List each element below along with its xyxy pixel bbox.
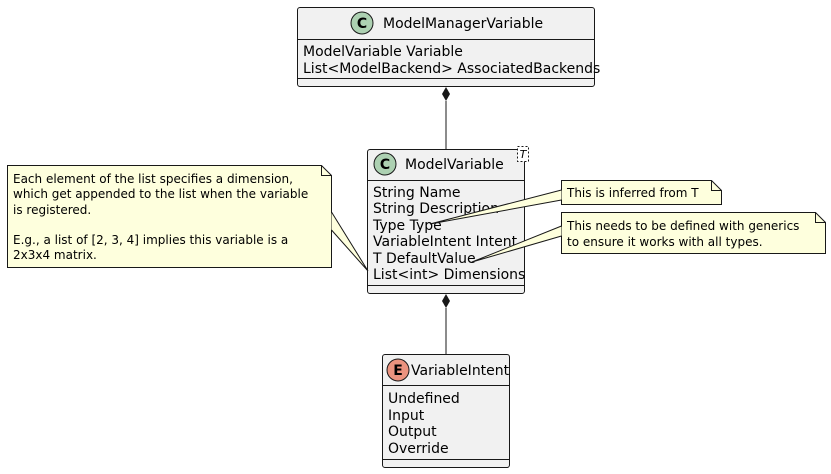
note-connector [471,225,562,263]
class-model-manager-variable[interactable]: C ModelManagerVariable ModelVariable Var… [297,7,601,87]
class-name: ModelManagerVariable [383,16,543,32]
class-member: List<int> Dimensions [373,267,525,283]
class-member: Type Type [372,218,442,234]
class-stereotype-icon [373,152,397,176]
note-connector [429,189,562,225]
note-line: which get appended to the list when the … [13,187,308,201]
note-default-value: This needs to be defined with generics t… [471,212,826,263]
note-line: to ensure it works with all types. [567,235,763,249]
class-member: String Name [373,185,461,201]
class-member: ModelVariable Variable [303,44,463,60]
enum-value: Undefined [388,391,460,407]
note-line: 2x3x4 matrix. [13,248,97,262]
enum-stereotype-letter: E [393,363,403,379]
note-line: E.g., a list of [2, 3, 4] implies this v… [13,233,288,247]
type-parameter-box [517,146,529,162]
note-dimensions: Each element of the list specifies a dim… [7,165,369,272]
composition-diamond [442,87,450,101]
note-type: This is inferred from T [429,180,722,225]
class-stereotype-icon [350,11,374,35]
composition-link-manager-variable [442,87,450,149]
class-member: VariableIntent Intent [373,234,518,250]
enum-variable-intent[interactable]: E VariableIntent Undefined Input Output … [382,354,510,468]
note-connector [331,211,369,272]
composition-link-variable-intent [442,294,450,354]
note-line: Each element of the list specifies a dim… [13,172,293,186]
class-stereotype-letter: C [380,157,390,173]
note-line: This is inferred from T [566,186,699,200]
enum-stereotype-icon [386,358,410,382]
enum-name: VariableIntent [411,363,510,379]
class-name: ModelVariable [405,157,504,173]
enum-value: Override [388,441,449,457]
class-member: T DefaultValue [372,251,476,267]
note-line: This needs to be defined with generics [566,219,799,233]
enum-value: Input [388,408,425,424]
class-stereotype-letter: C [357,16,367,32]
class-member: List<ModelBackend> AssociatedBackends [303,61,600,77]
class-member: String Description [373,201,499,217]
enum-value: Output [388,424,437,440]
composition-diamond [442,294,450,308]
note-line: is registered. [13,203,91,217]
type-parameter: T [520,148,528,161]
